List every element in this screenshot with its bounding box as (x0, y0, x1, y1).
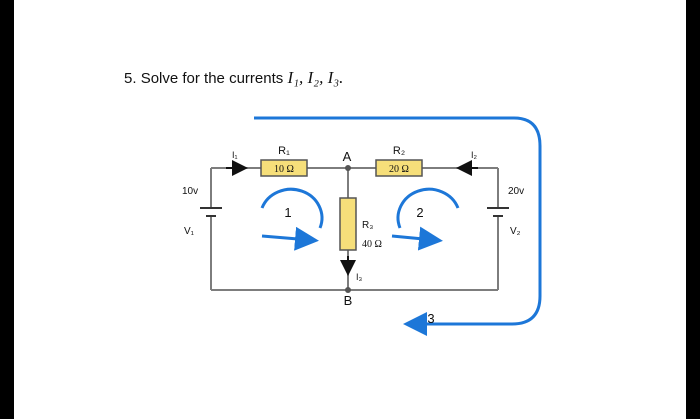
r2-name: R₂ (393, 145, 405, 157)
circuit-diagram: R₁ 10 Ω R₂ 20 Ω R₃ 40 Ω 10v V₁ 20v V₂ I₁… (182, 116, 542, 336)
r2-value: 20 Ω (389, 164, 409, 175)
loop-2-arc (396, 187, 460, 229)
problem-statement: 5. Solve for the currents I₁, I₂, I₃. (124, 68, 343, 88)
left-black-bar (0, 0, 14, 419)
loop-1-arrow (261, 226, 319, 251)
question-page: 5. Solve for the currents I₁, I₂, I₃. (14, 0, 686, 419)
loop-3-path (254, 116, 542, 336)
r1-value: 10 Ω (274, 164, 294, 175)
loop-2-arrow (391, 226, 443, 251)
r1-name: R₁ (278, 145, 290, 157)
right-black-bar (686, 0, 700, 419)
loop-1-label: 1 (284, 205, 291, 220)
v1-name: V₁ (184, 226, 195, 237)
battery-v2 (487, 207, 509, 217)
node-b-dot (345, 287, 351, 293)
r3-value: 40 Ω (362, 239, 382, 250)
loop-2-label: 2 (416, 205, 423, 220)
node-b-label: B (344, 293, 353, 308)
resistor-r2 (375, 159, 423, 177)
current-i3-label: I₃ (356, 272, 363, 282)
v2-name: V₂ (510, 226, 521, 237)
battery-v1 (200, 207, 222, 217)
loop-1-arc (260, 187, 324, 229)
node-a-label: A (343, 149, 352, 164)
r3-name: R₃ (362, 220, 373, 231)
node-a-dot (345, 165, 351, 171)
question-variables: I₁, I₂, I₃. (287, 68, 344, 87)
question-text: Solve for the currents (140, 70, 284, 87)
current-i1-label: I₁ (232, 150, 238, 160)
resistor-r1 (260, 159, 308, 177)
question-number: 5. (124, 70, 137, 87)
v2-value: 20v (508, 186, 524, 197)
current-i2-label: I₂ (471, 150, 478, 160)
v1-value: 10v (182, 186, 198, 197)
loop-3-label: 3 (427, 311, 434, 326)
resistor-r3 (339, 197, 357, 251)
